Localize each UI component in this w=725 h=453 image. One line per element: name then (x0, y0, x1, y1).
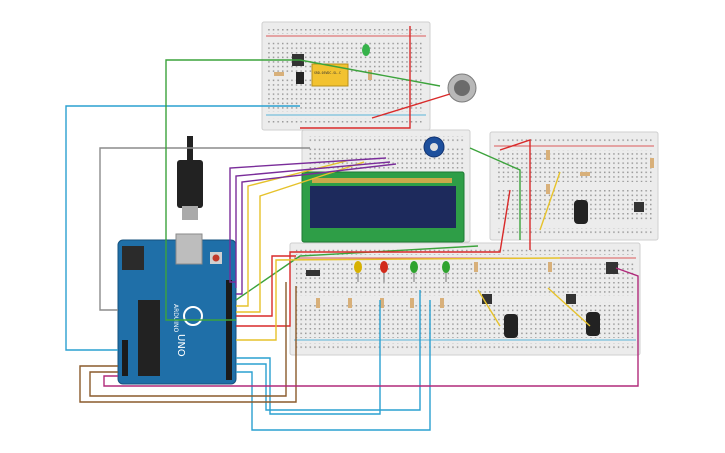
usb-cable (177, 136, 203, 220)
wire-purple-2 (235, 161, 391, 288)
wire-blue-1 (65, 105, 300, 351)
capacitor-3 (574, 200, 588, 224)
wire-red-3 (371, 93, 451, 119)
wire-yellow-6 (539, 171, 561, 231)
wire-yellow-1 (236, 159, 351, 307)
wire-green-2 (235, 245, 479, 301)
led-green-4 (442, 261, 450, 273)
wire-green-1 (165, 59, 441, 321)
wire-yellow-2 (236, 161, 365, 313)
capacitor-2 (586, 312, 600, 336)
led-top-green (362, 44, 370, 56)
capacitor-1 (504, 314, 518, 338)
wire-red-2 (236, 255, 296, 317)
wire-yellow-4 (477, 289, 501, 327)
relay-module: SRD-05VDC-SL-C (311, 63, 349, 87)
microcontroller-chip (138, 300, 160, 376)
wire-blue-4 (236, 300, 381, 415)
resistors (274, 70, 654, 308)
arduino-logo (183, 306, 203, 326)
pushbutton-3 (634, 202, 644, 212)
analog-header (122, 340, 128, 376)
power-jack (122, 246, 144, 270)
lcd-16x2 (301, 171, 465, 243)
wire-red-1 (236, 189, 511, 327)
led-red-2 (380, 261, 388, 273)
led-green-3 (410, 261, 418, 273)
arduino-uno-board: UNO ARDUINO (117, 233, 237, 385)
status-leds (354, 261, 450, 282)
arduino-model-label: UNO (175, 334, 186, 357)
transistor-bottom (606, 262, 618, 274)
speaker (447, 73, 477, 103)
diode-bottom (306, 270, 320, 276)
wire-red-4 (499, 139, 531, 250)
pushbutton-1 (482, 294, 492, 304)
wire-yellow-5 (547, 287, 591, 327)
wire-purple-1 (229, 157, 387, 283)
wire-brown-2 (89, 282, 287, 397)
wire-gray (99, 147, 310, 311)
wire-brown-1 (79, 286, 297, 403)
wire-blue-2 (236, 290, 421, 411)
wire-green-3 (469, 147, 521, 240)
digital-header (226, 280, 232, 380)
led-yellow-1 (354, 261, 362, 273)
wire-yellow-3 (236, 257, 561, 341)
diode-top (296, 72, 304, 84)
wire-purple-3 (236, 163, 397, 295)
wire-magenta (103, 267, 639, 387)
wire-red-5 (300, 26, 411, 129)
arduino-brand-label: ARDUINO (172, 304, 179, 333)
pushbutton-2 (566, 294, 576, 304)
relay-part-label: SRD-05VDC-SL-C (314, 71, 341, 75)
potentiometer (423, 136, 445, 158)
breadboard-right (489, 131, 659, 241)
wires (65, 26, 639, 431)
usb-connector (175, 233, 203, 265)
